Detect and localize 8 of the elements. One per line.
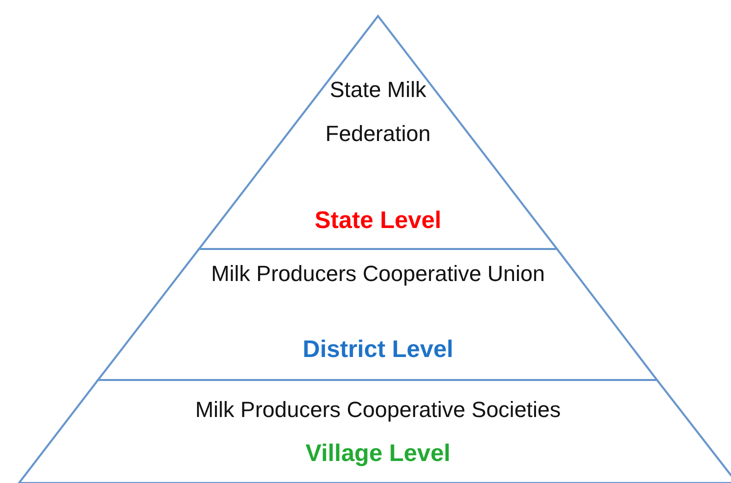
tier-text: State Milk Federation — [324, 76, 432, 148]
level-label: State Level — [314, 207, 442, 235]
tier-text: Milk Producers Cooperative Societies — [194, 396, 562, 424]
pyramid-tier — [98, 249, 657, 380]
level-label: District Level — [302, 336, 454, 364]
level-label: Village Level — [304, 440, 452, 468]
pyramid-tier — [199, 16, 557, 249]
tier-text: Milk Producers Cooperative Union — [210, 260, 546, 288]
